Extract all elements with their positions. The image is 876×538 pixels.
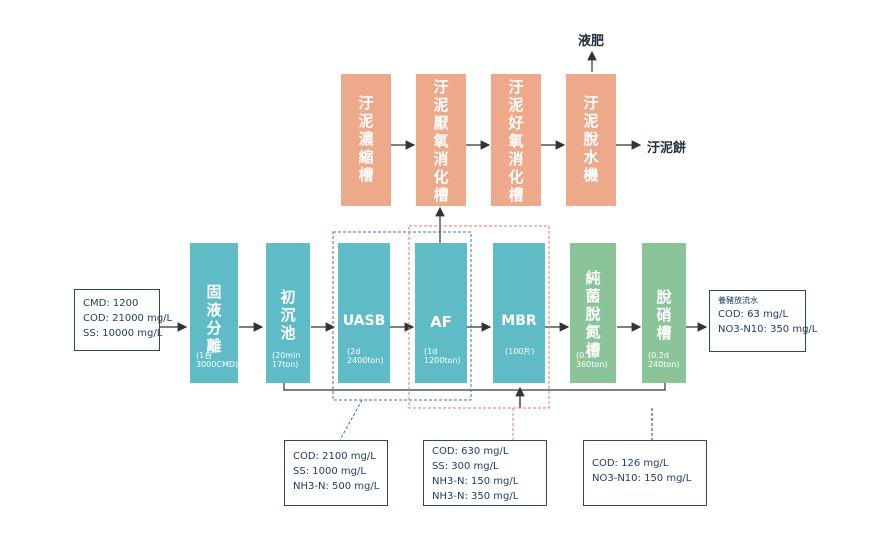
sludge-thickener: 汙 泥 濃 縮 槽 xyxy=(341,74,391,206)
primary-clarifier-note: (20min 17ton) xyxy=(272,351,301,369)
denitrification-note: (0.2d 240ton) xyxy=(648,351,680,369)
effluent-line: NO3-N10: 350 mg/L xyxy=(718,324,818,335)
mbr-quality-box: COD: 630 mg/L SS: 300 mg/L NH3-N: 150 mg… xyxy=(423,440,547,506)
primary-quality-box: COD: 2100 mg/L SS: 1000 mg/L NH3-N: 500 … xyxy=(284,440,388,506)
recirculation-line xyxy=(283,383,666,391)
final-quality-box: COD: 126 mg/L NO3-N10: 150 mg/L xyxy=(583,440,707,506)
nitrification-note: (0.3d 360ton) xyxy=(576,351,608,369)
sludge-aerobic-label: 汙 泥 好 氧 消 化 槽 xyxy=(508,78,524,204)
solid-liquid-separator: 固 液 分 離 (1台 3000CMD) xyxy=(190,243,238,383)
liquid-fertilizer-label: 液肥 xyxy=(578,34,605,49)
af-note: (1d 1200ton) xyxy=(424,347,461,365)
uasb-note: (2d 2400ton) xyxy=(347,347,384,365)
mbr-label: MBR xyxy=(501,313,537,329)
influent-info-box: CMD: 1200 COD: 21000 mg/L SS: 10000 mg/L xyxy=(74,289,173,351)
leader-primary-quality xyxy=(339,399,363,441)
mbr-reactor: MBR (100片) xyxy=(493,243,545,383)
quality-line: COD: 2100 mg/L xyxy=(293,451,376,462)
quality-line: COD: 126 mg/L xyxy=(592,458,669,469)
solid-liquid-separator-note: (1台 3000CMD) xyxy=(196,351,239,369)
quality-line: SS: 300 mg/L xyxy=(432,461,499,472)
sludge-dewatering-machine: 汙 泥 脫 水 機 xyxy=(566,74,616,206)
quality-line: NH3-N: 350 mg/L xyxy=(432,491,519,502)
sludge-dewatering-label: 汙 泥 脫 水 機 xyxy=(583,94,599,184)
quality-line: NH3-N: 500 mg/L xyxy=(293,481,380,492)
solid-liquid-separator-label: 固 液 分 離 xyxy=(206,283,222,355)
influent-line: CMD: 1200 xyxy=(83,298,139,309)
denitrification-label: 脫 硝 槽 xyxy=(656,288,672,342)
uasb-reactor: UASB (2d 2400ton) xyxy=(338,243,390,383)
effluent-info-box: 養豬放流水 COD: 63 mg/L NO3-N10: 350 mg/L xyxy=(709,290,818,352)
influent-line: COD: 21000 mg/L xyxy=(83,313,173,324)
primary-clarifier: 初 沉 池 (20min 17ton) xyxy=(266,243,310,383)
sludge-thickener-label: 汙 泥 濃 縮 槽 xyxy=(358,94,374,184)
quality-line: NO3-N10: 150 mg/L xyxy=(592,473,692,484)
influent-line: SS: 10000 mg/L xyxy=(83,328,163,339)
af-reactor: AF (1d 1200ton) xyxy=(415,243,467,383)
effluent-title: 養豬放流水 xyxy=(718,296,758,305)
quality-line: COD: 630 mg/L xyxy=(432,446,509,457)
sludge-aerobic-digester: 汙 泥 好 氧 消 化 槽 xyxy=(491,74,541,206)
nitrification-tank: 純 菌 脫 氮 槽 (0.3d 360ton) xyxy=(570,243,616,383)
sludge-anaerobic-digester: 汙 泥 厭 氧 消 化 槽 xyxy=(416,74,466,206)
uasb-label: UASB xyxy=(342,313,386,329)
quality-line: NH3-N: 150 mg/L xyxy=(432,476,519,487)
nitrification-label: 純 菌 脫 氮 槽 xyxy=(585,269,601,359)
uasb-af-group xyxy=(332,231,472,401)
af-mbr-group xyxy=(408,225,550,409)
sludge-cake-label: 汙泥餅 xyxy=(647,141,687,156)
quality-line: SS: 1000 mg/L xyxy=(293,466,366,477)
primary-clarifier-label: 初 沉 池 xyxy=(280,288,296,342)
af-label: AF xyxy=(430,313,452,331)
mbr-note: (100片) xyxy=(505,347,535,356)
sludge-anaerobic-label: 汙 泥 厭 氧 消 化 槽 xyxy=(433,78,449,204)
denitrification-tank: 脫 硝 槽 (0.2d 240ton) xyxy=(642,243,686,383)
effluent-line: COD: 63 mg/L xyxy=(718,309,789,320)
